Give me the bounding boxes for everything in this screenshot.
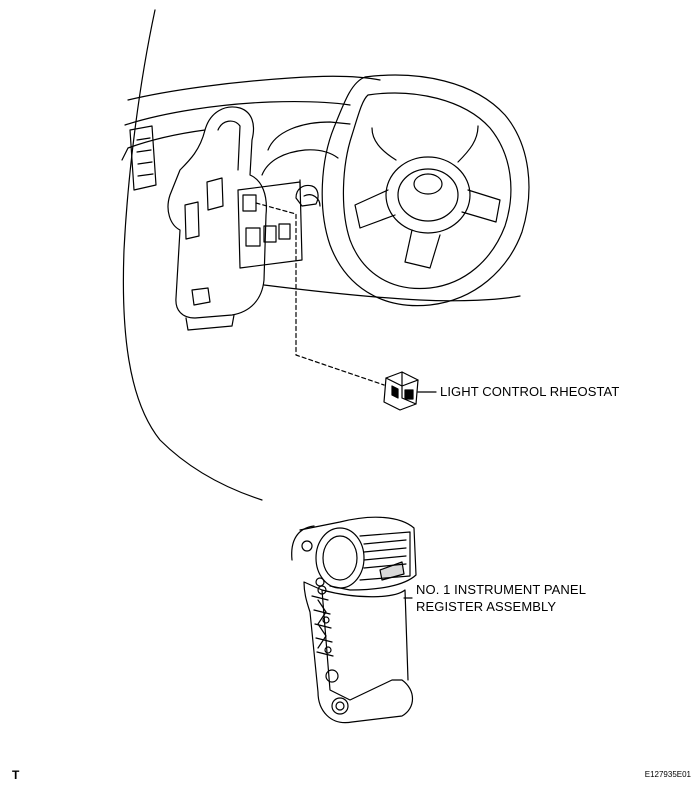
corner-letter: T [12,768,20,782]
instrument-panel-register-assembly [291,516,417,724]
light-control-rheostat-part [383,371,419,411]
center-stack-outline [167,106,267,319]
steering-wheel [321,74,530,307]
figure-code: E127935E01 [644,770,691,779]
instrument-cluster-hood [267,121,351,151]
register-label-line2: REGISTER ASSEMBLY [416,599,557,614]
switch-panel [237,181,303,269]
dashboard-top-outline [127,75,381,101]
rheostat-mount [242,194,257,212]
rheostat-label: LIGHT CONTROL RHEOSTAT [440,384,620,399]
register-label-line1: NO. 1 INSTRUMENT PANEL [416,582,587,597]
center-vent-upper [206,177,224,211]
rheostat-leader-line [255,202,385,386]
left-side-vent [129,125,157,191]
a-pillar-outline [122,9,263,501]
airbag-pad [385,156,471,234]
